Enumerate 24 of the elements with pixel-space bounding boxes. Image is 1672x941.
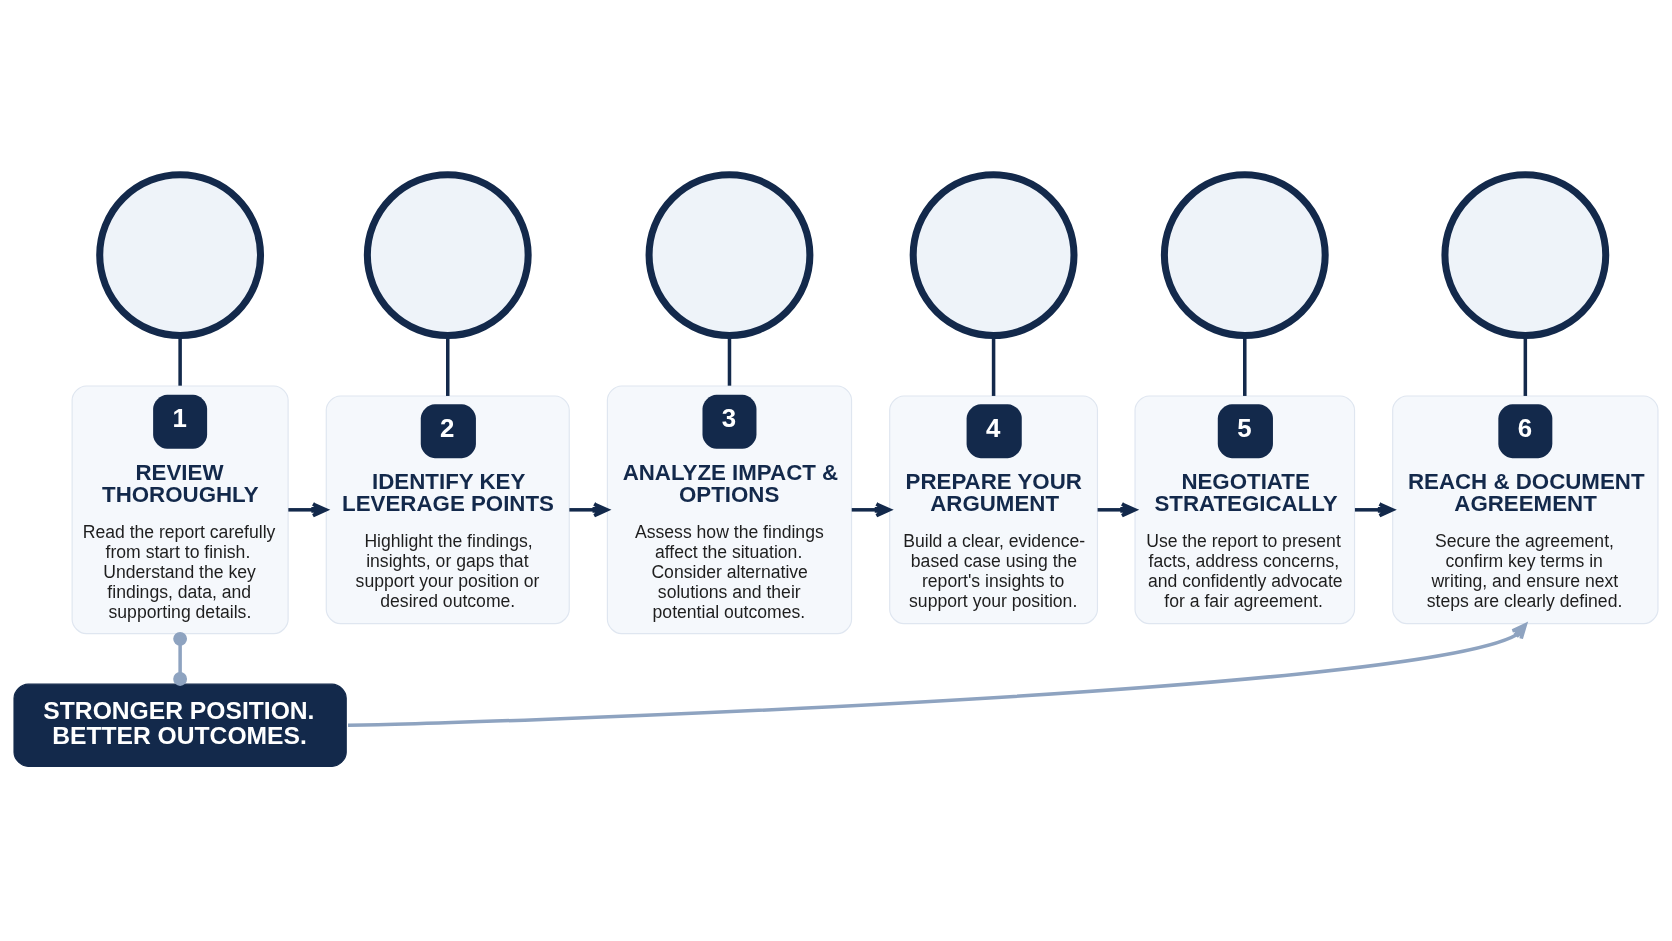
node-box: 5 NEGOTIATE STRATEGICALLY Use the report to present facts, address concerns, and confidently advocate for a fair agreement. [1134,395,1356,625]
arrow [1097,502,1137,518]
node-box: 2 IDENTIFY KEY LEVERAGE POINTS Highlight the findings, insights, or gaps that support your position or desired outcome. [325,395,570,625]
arrow [347,623,1528,727]
connector [1243,335,1247,396]
node-box: 4 PREPARE YOUR ARGUMENT Build a clear, evidence-based case using the report's insights to support your position. [889,395,1099,625]
arrow [288,502,328,518]
node-circle [96,171,265,340]
node-box: STRONGER POSITION. BETTER OUTCOMES. [13,683,347,767]
node-circle [909,171,1078,340]
node-circle [363,171,532,340]
connector [173,631,188,686]
arrow [1354,502,1395,518]
connector [178,335,182,386]
connector [446,335,450,396]
node-box: 1 REVIEW THOROUGHLY Read the report carefully from start to finish. Understand the key findings, data, and supporting details. [71,385,289,635]
node-circle [1160,171,1329,340]
connector [1523,335,1528,396]
node-box: 6 REACH & DOCUMENT AGREEMENT Secure the agreement, confirm key terms in writing, and ensure next steps are clearly defined. [1392,395,1659,625]
node-circle [645,171,814,340]
arrow [851,502,892,518]
arrow [569,502,609,518]
node-circle [1441,171,1610,340]
node-box: 3 ANALYZE IMPACT & OPTIONS Assess how the findings affect the situation. Consider alternative solutions and their potential outcomes. [606,385,853,635]
